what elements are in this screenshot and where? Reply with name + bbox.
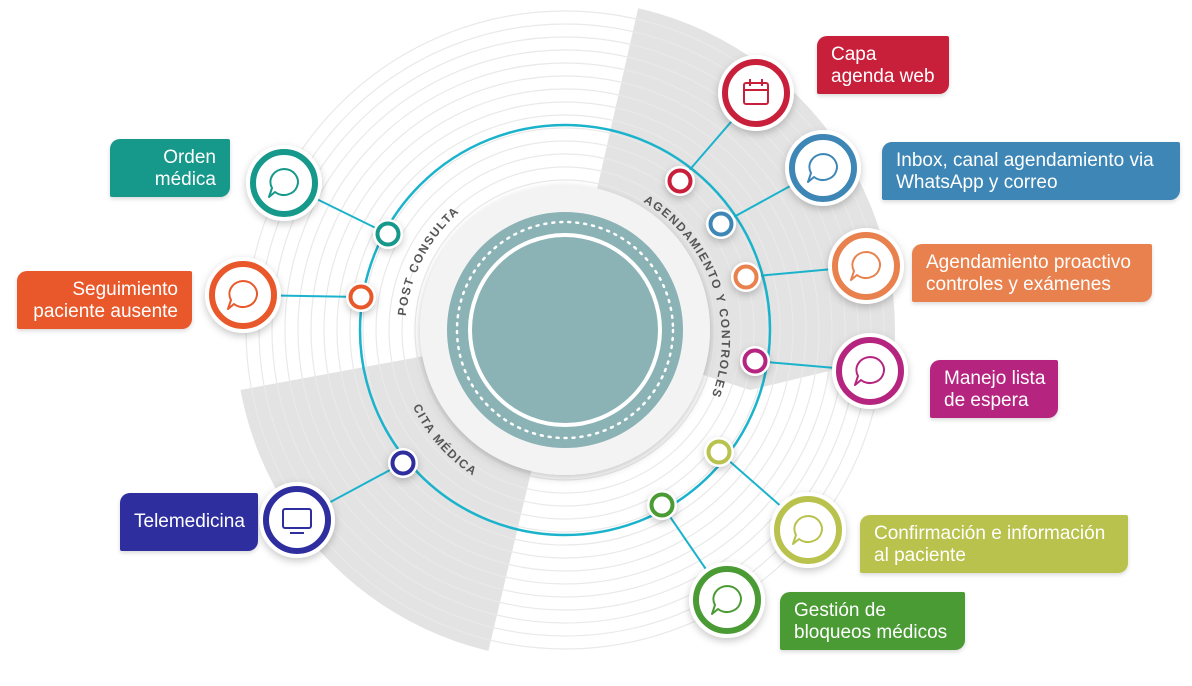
calendar-icon bbox=[743, 79, 769, 105]
label-line: Inbox, canal agendamiento via bbox=[896, 150, 1154, 171]
label-line: agenda web bbox=[831, 66, 935, 87]
bg-ring bbox=[375, 140, 755, 520]
ring-dot-capa-agenda-web bbox=[665, 166, 695, 196]
node-manejo-lista[interactable] bbox=[832, 333, 908, 409]
node-telemedicina[interactable] bbox=[259, 482, 335, 558]
node-gestion-bloqueos[interactable] bbox=[689, 562, 765, 638]
bg-ring bbox=[297, 62, 833, 598]
label-line: Orden bbox=[163, 147, 216, 168]
bg-ring bbox=[414, 179, 716, 481]
label-line: WhatsApp y correo bbox=[896, 172, 1058, 193]
node-seguimiento[interactable] bbox=[205, 257, 281, 333]
node-capa-agenda-web[interactable] bbox=[718, 55, 794, 131]
label-line: paciente ausente bbox=[33, 301, 178, 322]
label-line: Confirmación e información bbox=[874, 523, 1106, 544]
ring-dot-manejo-lista bbox=[740, 346, 770, 376]
ring-dot-seguimiento bbox=[346, 282, 376, 312]
label-line: Capa bbox=[831, 44, 877, 65]
center-hub bbox=[420, 185, 710, 475]
bg-ring bbox=[271, 36, 859, 624]
ring-dot-orden-medica bbox=[373, 219, 403, 249]
node-inbox[interactable] bbox=[785, 130, 861, 206]
label-line: médica bbox=[154, 169, 216, 190]
label-line: Seguimiento bbox=[72, 279, 178, 300]
monitor-icon bbox=[282, 508, 312, 534]
label-line: Manejo lista bbox=[944, 368, 1046, 389]
node-confirmacion[interactable] bbox=[770, 492, 846, 568]
label-line: Telemedicina bbox=[134, 511, 245, 532]
label-line: de espera bbox=[944, 390, 1029, 411]
ring-dot-agendamiento-proactivo bbox=[731, 262, 761, 292]
node-agendamiento-proactivo[interactable] bbox=[828, 228, 904, 304]
ring-dot-confirmacion bbox=[704, 437, 734, 467]
bg-ring bbox=[388, 153, 742, 507]
ring-dot-telemedicina bbox=[388, 448, 418, 478]
bg-ring bbox=[258, 23, 872, 637]
bg-ring bbox=[284, 49, 846, 611]
label-line: al paciente bbox=[874, 545, 966, 566]
chat-bubble-icon bbox=[850, 251, 881, 281]
node-layer bbox=[205, 55, 908, 638]
label-telemedicina: Telemedicina bbox=[120, 493, 258, 551]
bg-ring bbox=[401, 166, 729, 494]
bg-ring bbox=[336, 101, 794, 559]
label-line: Agendamiento proactivo bbox=[926, 252, 1131, 273]
chat-bubble-icon bbox=[711, 585, 742, 615]
ring-dot-inbox bbox=[706, 209, 736, 239]
chat-bubble-icon bbox=[854, 356, 885, 386]
label-line: Gestión de bbox=[794, 600, 886, 621]
node-orden-medica[interactable] bbox=[246, 145, 322, 221]
chat-bubble-icon bbox=[268, 168, 299, 198]
bg-ring bbox=[362, 127, 768, 533]
chat-bubble-icon bbox=[227, 280, 258, 310]
bg-ring bbox=[349, 114, 781, 546]
bg-ring bbox=[310, 75, 820, 585]
label-line: controles y exámenes bbox=[926, 274, 1111, 295]
label-line: bloqueos médicos bbox=[794, 622, 948, 643]
process-ring bbox=[358, 123, 772, 537]
chat-bubble-icon bbox=[792, 515, 823, 545]
ring-dot-gestion-bloqueos bbox=[647, 490, 677, 520]
bg-ring bbox=[323, 88, 807, 572]
chat-bubble-icon bbox=[807, 153, 838, 183]
